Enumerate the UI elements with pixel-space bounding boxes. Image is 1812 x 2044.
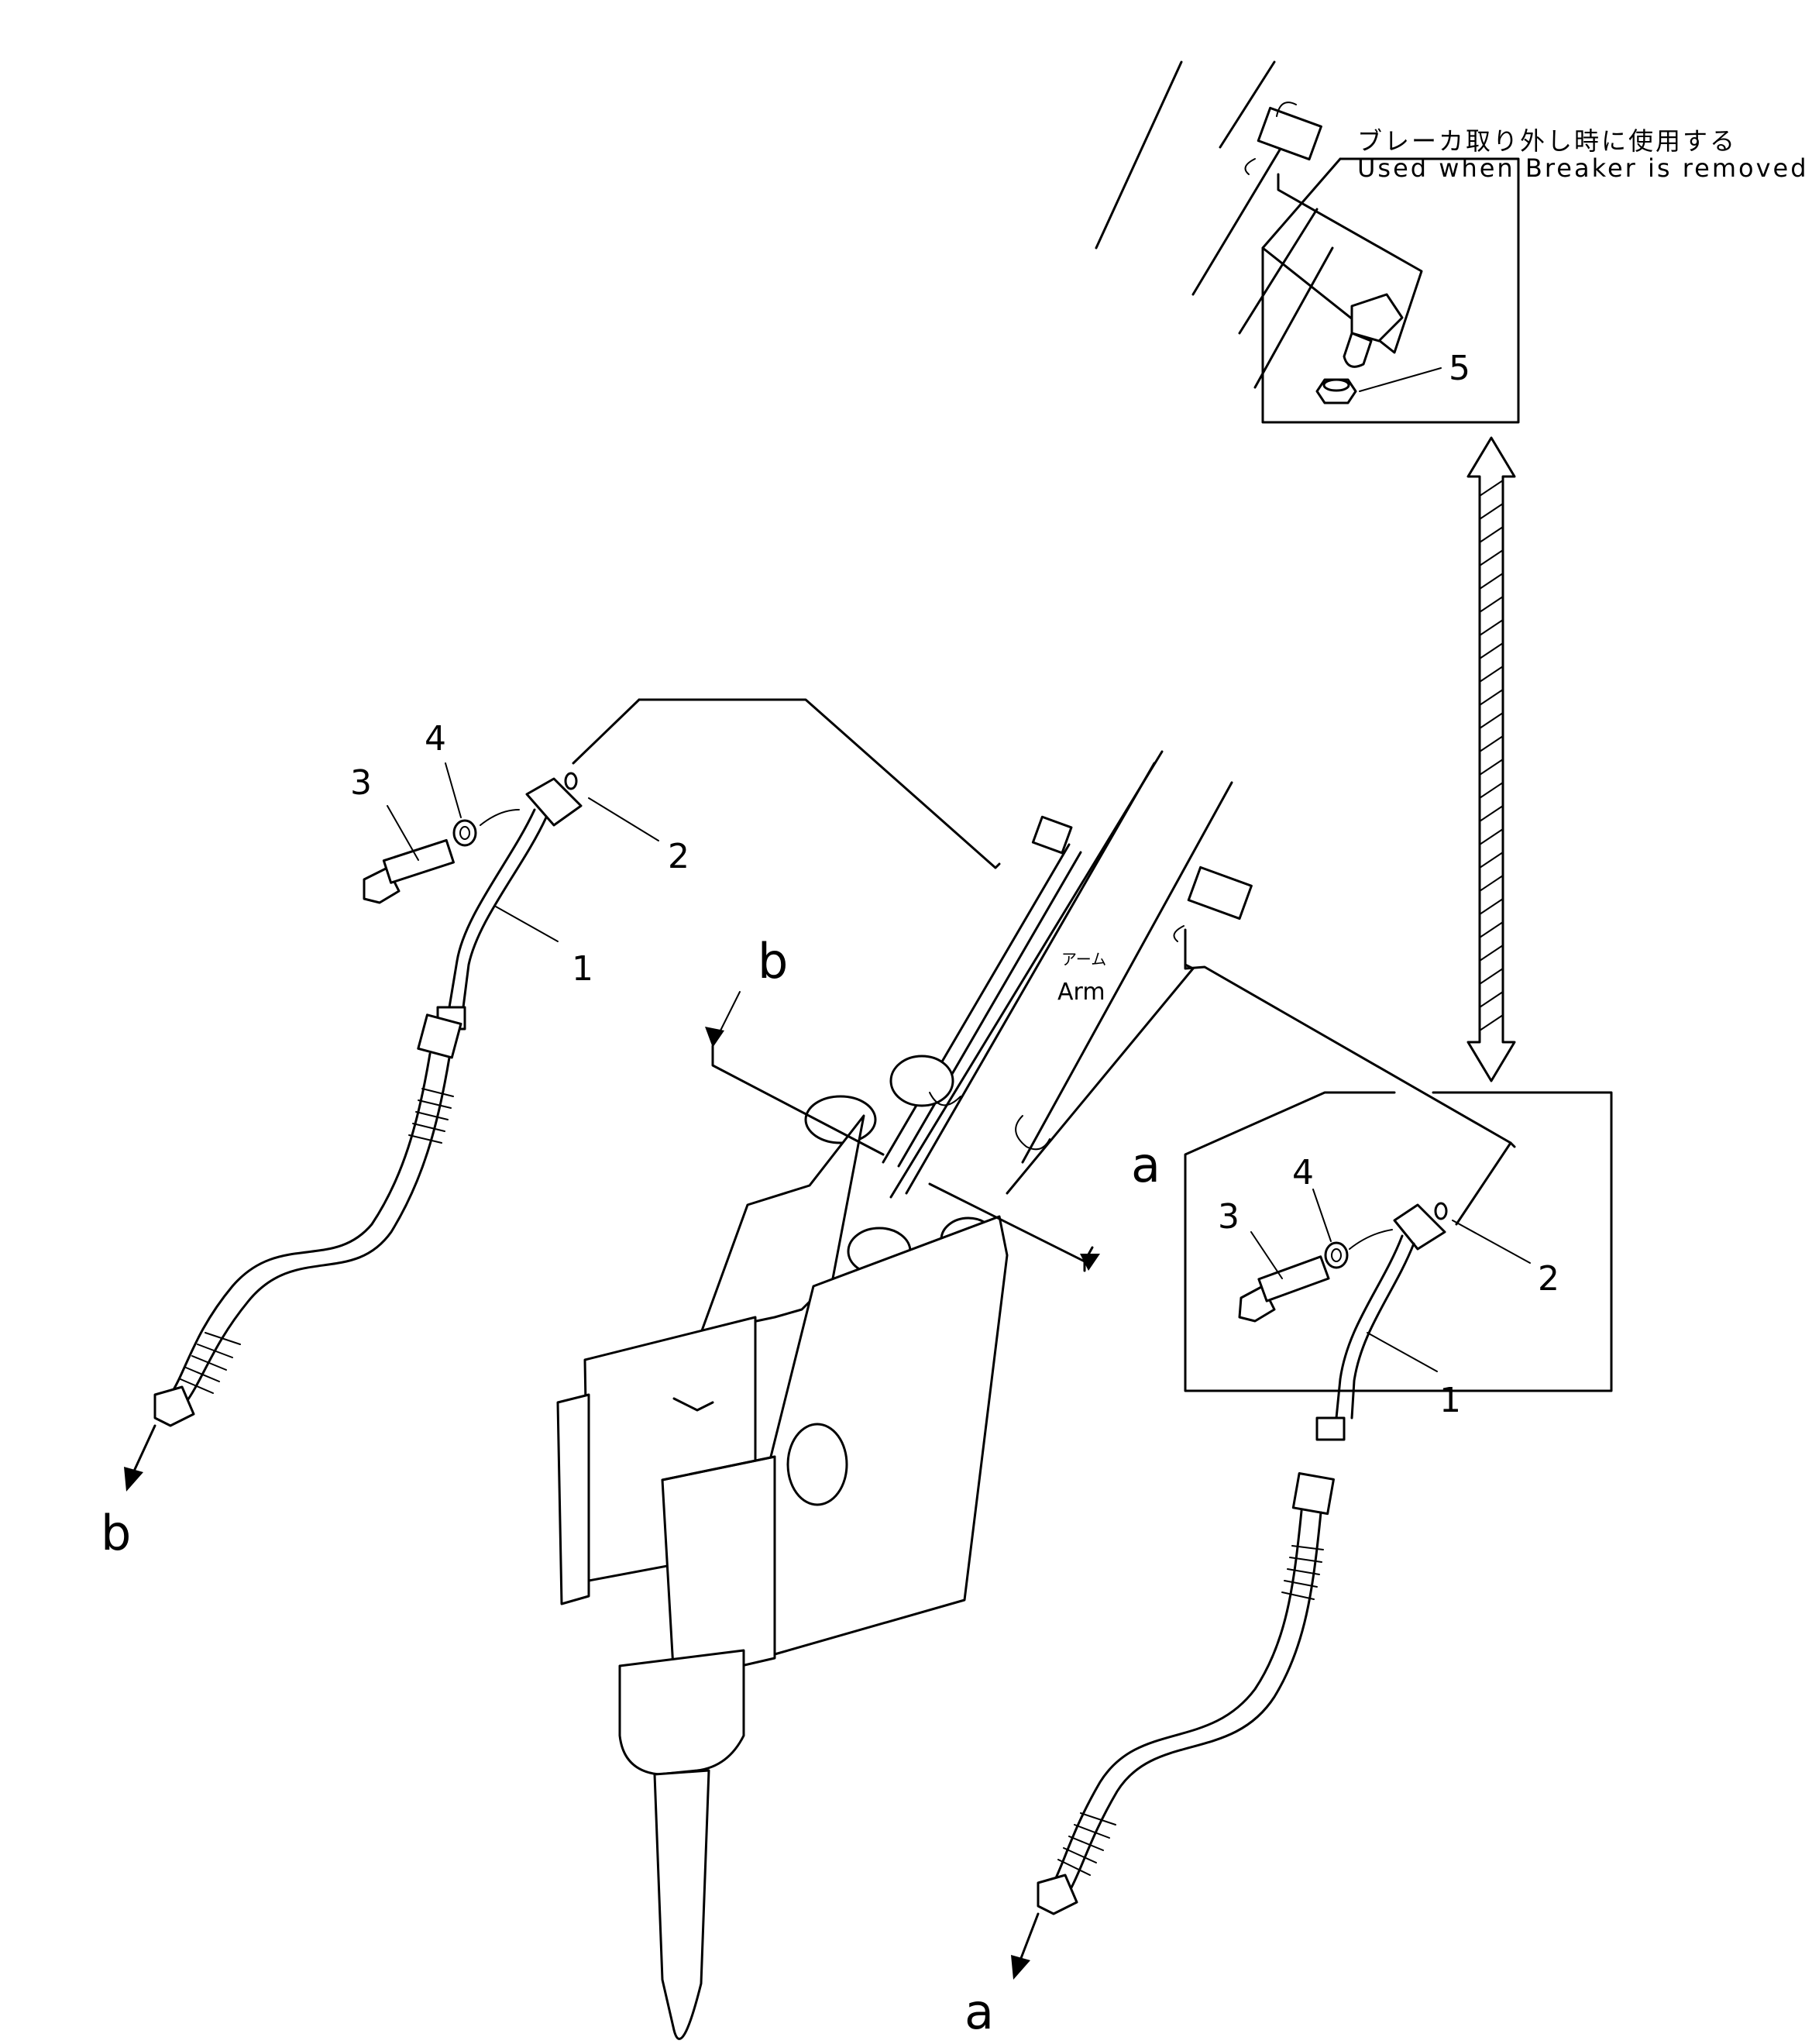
removal-note: ブレーカ取り外し時に使用する Used when Breaker is remo…: [1357, 126, 1809, 183]
arm-callout-text: アーム Arm: [1057, 950, 1106, 1006]
callout-3-left: 3: [350, 763, 372, 803]
hose-right: [1011, 1472, 1335, 1980]
hose-left: [124, 1013, 462, 1492]
tube-left: [448, 808, 536, 1009]
flange-left: [525, 777, 583, 827]
upper-arm-lines: [1095, 60, 1334, 389]
callout-2-left: 2: [668, 837, 689, 876]
callout-1-left: 1: [572, 949, 593, 989]
breaker-bracket: [556, 1114, 1009, 1683]
oring-left: [564, 772, 578, 790]
connection-labels: b a b a: [101, 933, 1160, 2040]
note-jp: ブレーカ取り外し時に使用する: [1357, 126, 1737, 156]
connection-lines: [572, 698, 1516, 1272]
plug-fitting: [1343, 293, 1404, 368]
callout-4-right: 4: [1292, 1153, 1314, 1192]
upper-connector: [1244, 102, 1322, 175]
callout-3-right: 3: [1218, 1197, 1240, 1237]
label-b-top: b: [758, 933, 788, 989]
arm-body: [882, 750, 1253, 1199]
callout-2-right: 2: [1538, 1259, 1559, 1299]
label-b-bottom: b: [101, 1505, 131, 1561]
bolt-left: [363, 838, 455, 904]
detail-box-right: [1184, 1091, 1613, 1441]
callout-4-left: 4: [425, 719, 446, 759]
arm-label-jp: アーム: [1061, 950, 1106, 969]
label-a-bottom: a: [964, 1984, 994, 2040]
callout-5: 5: [1449, 349, 1470, 388]
left-pipe-assembly: [363, 762, 659, 1031]
arm-label-en: Arm: [1057, 979, 1105, 1006]
label-a-top: a: [1131, 1137, 1160, 1193]
callout-1-right: 1: [1439, 1381, 1461, 1420]
breaker-chisel: [618, 1649, 745, 2040]
detail-box-top: [1261, 157, 1520, 424]
double-arrow: [1466, 436, 1516, 1082]
nut-5: [1315, 378, 1357, 404]
note-en: Used when Breaker is removed: [1357, 153, 1809, 183]
washer-left: [452, 819, 477, 847]
right-callouts: 3 4 2 1: [1218, 1153, 1559, 1420]
left-callouts: 3 4 2 1: [350, 719, 689, 989]
